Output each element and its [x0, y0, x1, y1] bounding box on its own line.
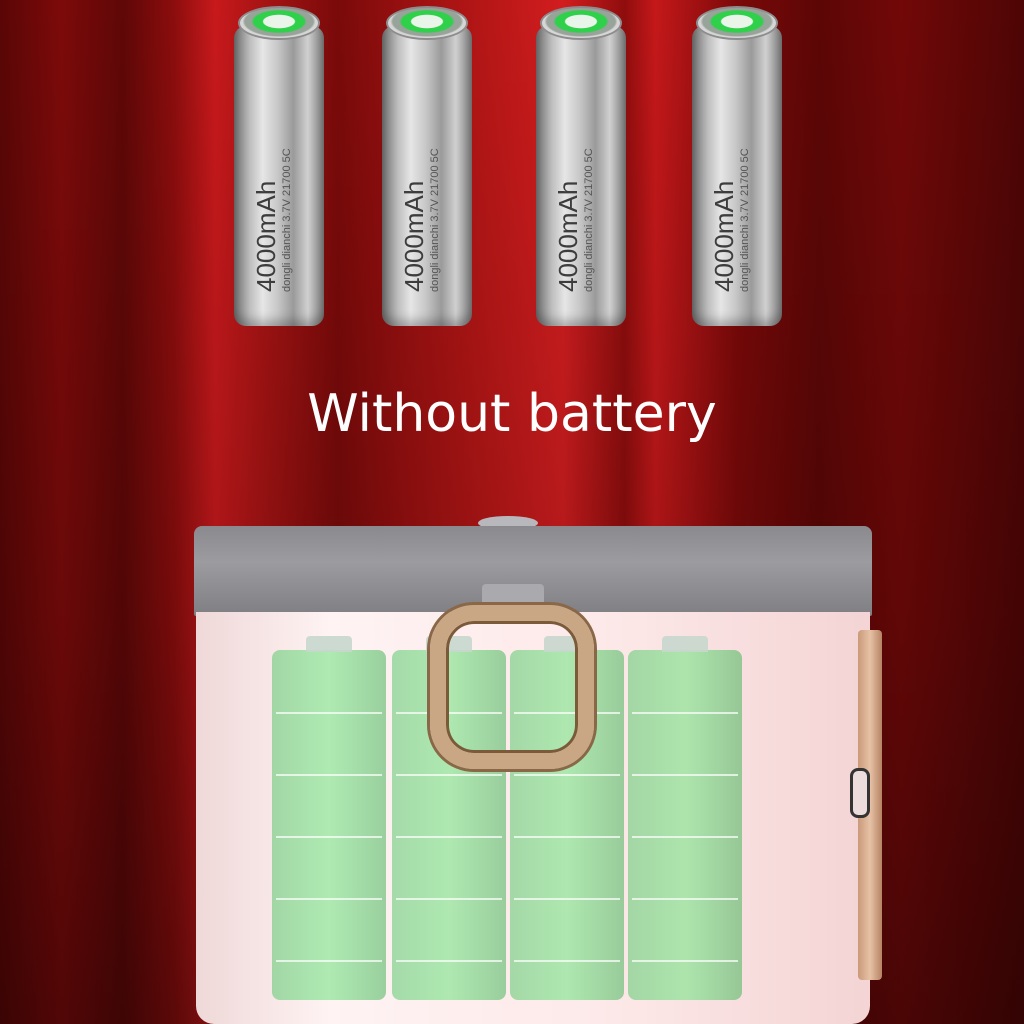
battery-body [382, 26, 472, 326]
battery-spec: dongli dianchi 3.7V 21700 5C [739, 148, 751, 292]
battery-terminal [540, 6, 622, 40]
battery-3: 4000mAh dongli dianchi 3.7V 21700 5C [536, 6, 626, 326]
battery-4: 4000mAh dongli dianchi 3.7V 21700 5C [692, 6, 782, 326]
battery-body [536, 26, 626, 326]
battery-terminal [238, 6, 320, 40]
battery-capacity: 4000mAh [709, 180, 739, 292]
charge-cell-icon [272, 636, 386, 1000]
battery-1: 4000mAh dongli dianchi 3.7V 21700 5C [234, 6, 324, 326]
battery-capacity: 4000mAh [553, 180, 583, 292]
battery-terminal [696, 6, 778, 40]
battery-capacity: 4000mAh [251, 180, 281, 292]
carry-ring-handle [430, 605, 594, 769]
battery-body [692, 26, 782, 326]
battery-2: 4000mAh dongli dianchi 3.7V 21700 5C [382, 6, 472, 326]
battery-box-body [196, 612, 870, 1024]
charge-cell-icon [392, 636, 506, 1000]
caption-text: Without battery [307, 384, 717, 444]
charge-cell-icon [628, 636, 742, 1000]
battery-capacity: 4000mAh [399, 180, 429, 292]
battery-spec: dongli dianchi 3.7V 21700 5C [281, 148, 293, 292]
usb-c-port-icon [850, 768, 870, 818]
battery-spec: dongli dianchi 3.7V 21700 5C [583, 148, 595, 292]
battery-body [234, 26, 324, 326]
battery-spec: dongli dianchi 3.7V 21700 5C [429, 148, 441, 292]
battery-terminal [386, 6, 468, 40]
